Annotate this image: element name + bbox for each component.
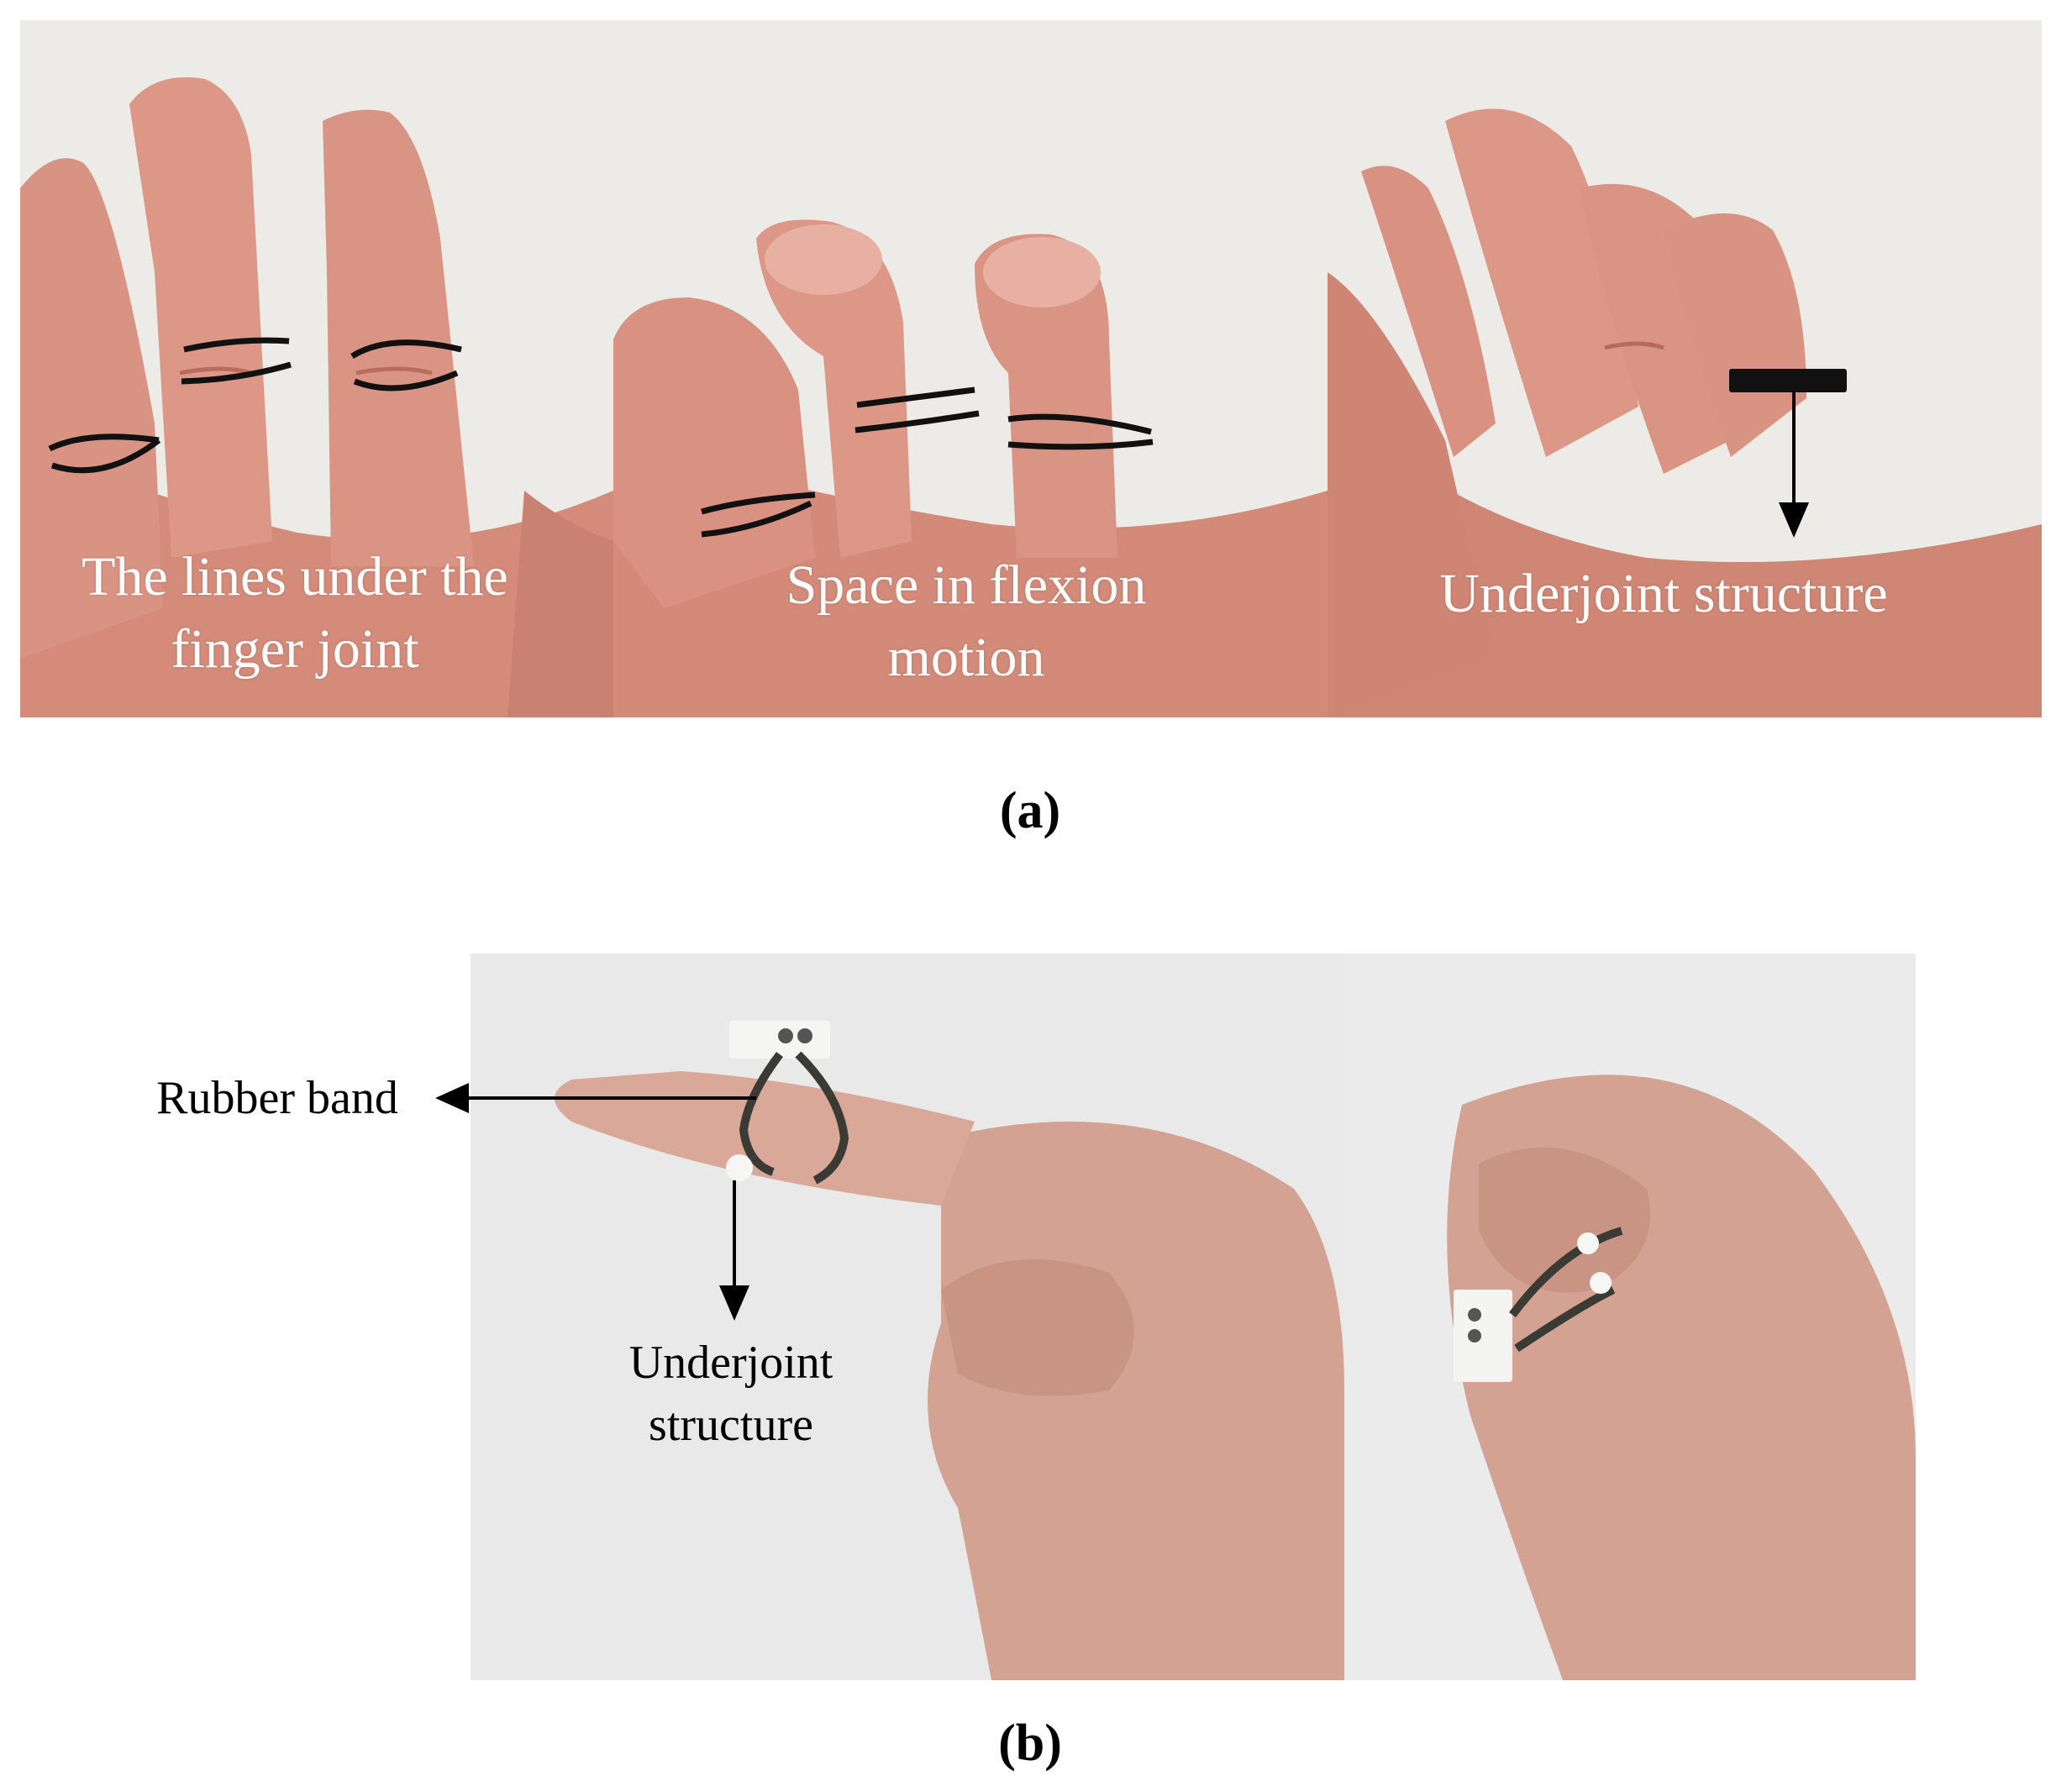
photo-a2-label: Space in flexion motion (786, 554, 1147, 688)
photo-b1-illustration (471, 954, 1344, 1680)
underjoint-structure-label: Underjoint structure (628, 1337, 833, 1451)
photo-b2-flexed-finger (1344, 954, 1916, 1680)
caption-b: (b) (998, 1715, 1062, 1772)
photo-a3-illustration (1328, 20, 2042, 717)
rubber-band-arrow-head (435, 1083, 469, 1113)
photo-b1-extended-finger (471, 954, 1344, 1680)
photo-a1-illustration (20, 20, 613, 717)
photo-a2-illustration (613, 20, 1328, 717)
photo-a2-flexion: Space in flexion motion (613, 20, 1328, 717)
rubber-band-label: Rubber band (156, 1072, 398, 1124)
photo-a1-fingers-lines: The lines under the finger joint (20, 20, 613, 717)
caption-a: (a) (999, 782, 1061, 839)
photo-a3-underjoint: Underjoint structure (1328, 20, 2042, 717)
photo-a1-label: The lines under the finger joint (82, 546, 508, 680)
photo-a3-label: Underjoint structure (1439, 563, 1888, 624)
photo-b2-illustration (1344, 954, 1916, 1680)
